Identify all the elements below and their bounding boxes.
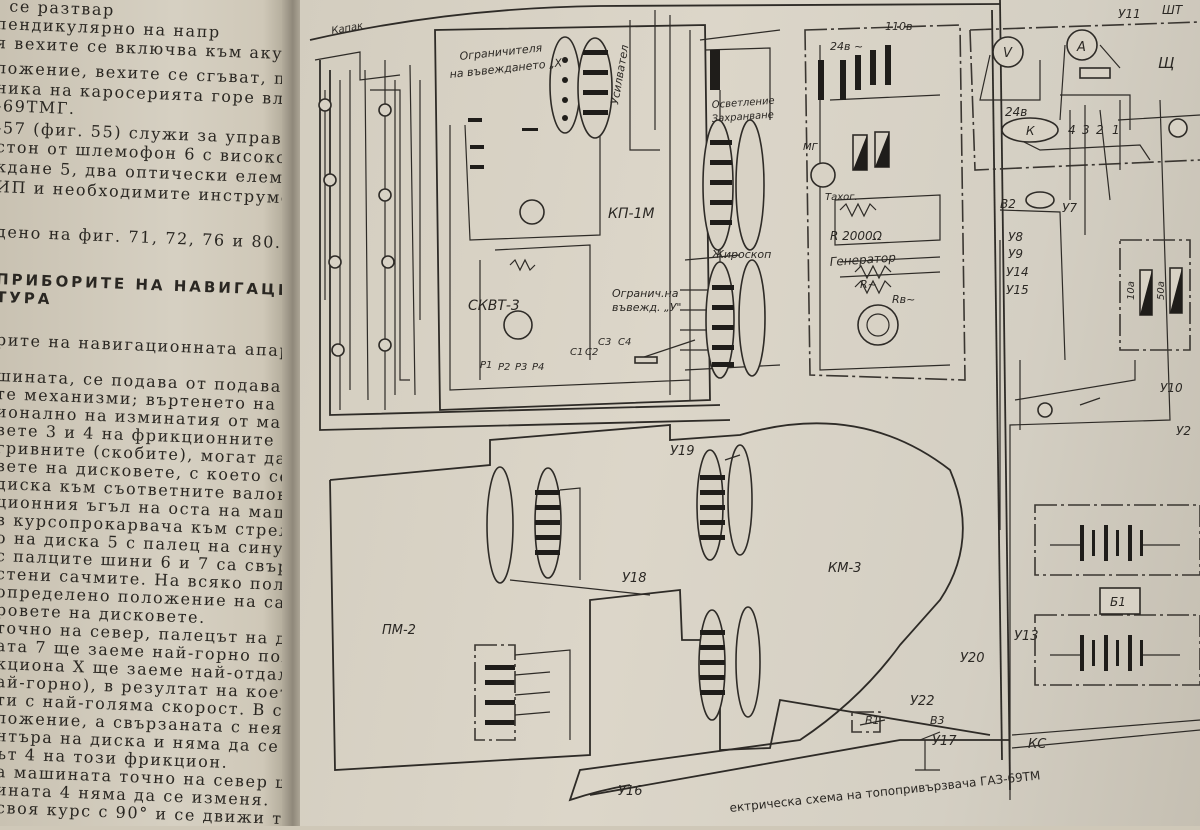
top-wire bbox=[309, 3, 1001, 41]
panel-label: Щ bbox=[1158, 54, 1174, 72]
b1-battery-box bbox=[1099, 587, 1141, 615]
u15-label: У15 bbox=[1006, 283, 1029, 297]
gyro-connectors: Осветление Захранване Жироскоп bbox=[680, 29, 781, 379]
diagram-label: С3 bbox=[598, 337, 611, 348]
u11-label: У11 bbox=[1118, 7, 1141, 21]
b1-switch-label: В1 bbox=[865, 714, 880, 727]
cover-label: Капак bbox=[331, 21, 364, 37]
mg-label: МГ bbox=[803, 142, 819, 153]
u9-label: У9 bbox=[1008, 247, 1023, 261]
gyroscope-label: Жироскоп bbox=[711, 248, 771, 261]
batteries: Б1 bbox=[1011, 504, 1200, 749]
km3-outline bbox=[329, 422, 964, 802]
right-book-page: Капак Ограничителя на въвеждането „Х" Ус… bbox=[300, 0, 1200, 826]
110v-label: 110в bbox=[885, 20, 912, 33]
generator-label: Генератор bbox=[829, 250, 896, 269]
diagram-label: 3 bbox=[1082, 123, 1090, 137]
diagram-label: Р1 bbox=[480, 360, 492, 371]
voltmeter-symbol bbox=[992, 36, 1024, 68]
tacho-label: Тахог. bbox=[825, 192, 858, 203]
b3-switch-label: В3 bbox=[930, 714, 945, 727]
24v-label: 24в ~ bbox=[830, 40, 863, 53]
pm2-label: ПМ-2 bbox=[382, 623, 416, 638]
b2-switch bbox=[1025, 191, 1055, 209]
u18-label: У18 bbox=[622, 571, 646, 586]
u16-label: У16 bbox=[618, 784, 642, 799]
u10-label: У10 bbox=[1160, 381, 1183, 395]
section-heading: ТУРА bbox=[0, 288, 53, 309]
u20-label: У20 bbox=[960, 651, 984, 666]
rv-label: Rв~ bbox=[892, 293, 915, 306]
sht-label: ШТ bbox=[1162, 3, 1184, 17]
u2-label: У2 bbox=[1176, 424, 1191, 438]
frame-left-wire bbox=[319, 60, 731, 431]
lighting-label: Осветление bbox=[711, 96, 775, 111]
u22-label: У22 bbox=[910, 694, 934, 709]
b2-label: В2 bbox=[1000, 197, 1016, 211]
text-line: -69ТМГ. bbox=[0, 96, 77, 119]
bottom-section: ПМ-2 КМ-3 У19 У18 У16 У20 У13 У22 У17 КС… bbox=[329, 422, 1047, 802]
diagram-label: 2 bbox=[1096, 123, 1104, 137]
r2000-label: R 2000Ω bbox=[830, 229, 883, 243]
u17-label: У17 bbox=[932, 734, 957, 749]
resistor bbox=[634, 356, 658, 364]
figure-caption: ектрическа схема на топопривързвача ГАЗ-… bbox=[729, 768, 1041, 815]
r-label: R~ bbox=[860, 278, 877, 291]
diagram-label: Р3 bbox=[515, 362, 527, 373]
b1-battery-label: Б1 bbox=[1110, 595, 1126, 609]
24v-panel-label: 24в bbox=[1005, 105, 1027, 119]
u14-label: У14 bbox=[1006, 265, 1029, 279]
relay-k bbox=[1001, 117, 1059, 143]
fuse-50a-label: 50а bbox=[1156, 281, 1167, 300]
diagram-label: С4 bbox=[618, 337, 631, 348]
diagram-label: A bbox=[1076, 40, 1086, 55]
skvt-3-label: СКВТ-3 bbox=[468, 298, 520, 314]
text-line: рите на навигационната апаратура bbox=[0, 330, 292, 363]
u19-label: У19 bbox=[670, 444, 694, 459]
wiring-diagram: Капак Ограничителя на въвеждането „Х" Ус… bbox=[309, 0, 1200, 815]
power-label: Захранване bbox=[711, 110, 774, 125]
motor-symbol bbox=[519, 199, 545, 225]
skvt-symbol bbox=[503, 310, 533, 340]
diagram-label: К bbox=[1026, 124, 1035, 138]
mg-block: МГ 24в ~ 110в Тахог. R 2000Ω Генератор R… bbox=[803, 20, 966, 381]
text-line: дено на фиг. 71, 72, 76 и 80. bbox=[0, 222, 282, 252]
kp-1m-label: КП-1М bbox=[608, 206, 655, 222]
ks-label: КС bbox=[1028, 737, 1047, 752]
tacho-symbol bbox=[810, 162, 836, 188]
diagram-label: С2 bbox=[585, 347, 598, 358]
panel-block: V A К Щ 24в 4 3 2 1 В2 У7 У8 У9 У14 У15 … bbox=[969, 3, 1200, 800]
b1-switch-box bbox=[851, 711, 881, 733]
km3-label: КМ-3 bbox=[828, 561, 861, 576]
u7-label: У7 bbox=[1062, 201, 1077, 215]
limiter-y-label-2: въвежд. „У" bbox=[612, 301, 681, 314]
kp-1m-block: Ограничителя на въвеждането „Х" Усилвате… bbox=[434, 10, 711, 411]
limiter-y-label: Огранич.на bbox=[612, 287, 679, 300]
cover-lamps: Капак bbox=[314, 21, 421, 410]
fuse-10a-label: 10а bbox=[1126, 281, 1137, 300]
diagram-label: 4 bbox=[1068, 123, 1076, 137]
diagram-label: С1 bbox=[570, 347, 583, 358]
generator-rotor-symbol bbox=[857, 304, 899, 346]
u13-label: У13 bbox=[1014, 629, 1038, 644]
ammeter-symbol bbox=[1066, 29, 1098, 61]
diagram-label: 1 bbox=[1112, 123, 1120, 137]
diagram-label: Р2 bbox=[498, 362, 510, 373]
diagram-label: V bbox=[1003, 46, 1013, 61]
diagram-label: Р4 bbox=[532, 362, 544, 373]
lamp-symbol bbox=[1168, 118, 1188, 138]
u8-label: У8 bbox=[1008, 230, 1023, 244]
